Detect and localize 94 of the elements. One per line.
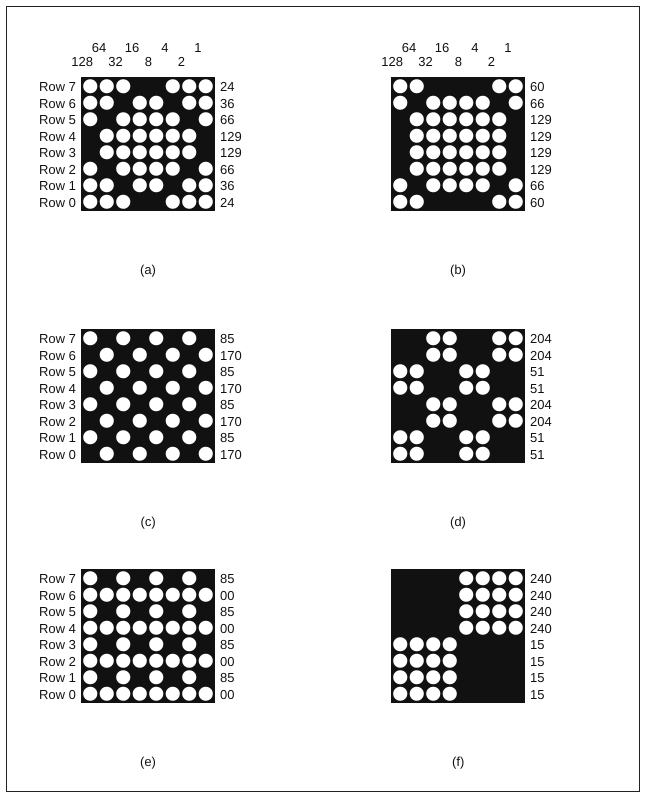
row-value: 85 (220, 397, 234, 412)
row-value: 240 (530, 588, 552, 602)
row-value: 170 (220, 414, 242, 428)
row-label: Row 3 (39, 397, 76, 412)
row-label: Row 1 (39, 670, 76, 685)
bit-weight-label: 16 (124, 40, 140, 55)
row-label: Row 5 (39, 604, 76, 619)
row-label: Row 1 (39, 430, 76, 445)
bit-weight-label: 8 (144, 54, 152, 69)
bit-weight-label: 4 (471, 40, 478, 55)
row-label: Row 6 (39, 348, 76, 362)
row-label: Row 3 (39, 145, 76, 160)
row-label: Row 7 (39, 571, 76, 586)
row-label: Row 3 (39, 637, 76, 652)
row-value: 66 (530, 96, 544, 110)
row-value: 60 (530, 79, 544, 94)
row-value: 85 (220, 331, 234, 346)
bit-weight-label: 128 (381, 54, 403, 69)
row-value: 51 (530, 446, 544, 462)
row-value: 00 (220, 588, 234, 602)
row-value: 129 (220, 145, 242, 160)
bit-weight-label: 1 (504, 40, 512, 55)
row-value: 204 (530, 397, 552, 412)
row-label: Row 7 (39, 331, 76, 346)
bit-weight-label: 32 (108, 54, 123, 69)
row-label: Row 7 (39, 79, 76, 94)
row-label: Row 0 (39, 446, 76, 462)
row-value: 51 (530, 364, 544, 379)
panel-caption: (e) (140, 754, 156, 769)
row-value: 129 (530, 112, 552, 127)
bit-weight-label: 8 (454, 54, 462, 69)
row-value: 24 (220, 194, 234, 210)
row-value: 129 (530, 145, 552, 160)
row-value: 85 (220, 637, 234, 652)
bit-weight-label: 2 (488, 54, 495, 69)
row-value: 204 (530, 348, 552, 362)
row-label: Row 2 (39, 414, 76, 428)
row-value: 240 (530, 620, 552, 636)
bit-weight-label: 4 (161, 40, 168, 55)
bit-weight-label: 64 (92, 40, 106, 55)
row-value: 15 (530, 670, 544, 685)
row-label: Row 4 (39, 620, 76, 636)
panel-caption: (a) (140, 262, 156, 277)
row-label: Row 2 (39, 654, 76, 668)
bit-weight-label: 2 (178, 54, 185, 69)
row-label: Row 4 (39, 128, 76, 144)
row-value: 240 (530, 604, 552, 619)
row-label: Row 0 (39, 686, 76, 702)
bit-weight-label: 16 (434, 40, 450, 55)
row-value: 24 (220, 79, 234, 94)
panel-caption: (f) (452, 754, 464, 769)
row-label: Row 6 (39, 588, 76, 602)
bit-weight-label: 128 (71, 54, 93, 69)
row-value: 85 (220, 364, 234, 379)
row-label: Row 1 (39, 178, 76, 193)
row-label: Row 2 (39, 162, 76, 176)
row-label: Row 5 (39, 112, 76, 127)
row-value: 204 (530, 414, 552, 428)
row-value: 85 (220, 430, 234, 445)
row-value: 15 (530, 637, 544, 652)
panel-caption: (b) (450, 262, 466, 277)
row-value: 129 (220, 128, 242, 144)
row-value: 00 (220, 620, 234, 636)
row-value: 129 (530, 128, 552, 144)
row-value: 85 (220, 571, 234, 586)
row-value: 00 (220, 654, 234, 668)
row-value: 85 (220, 604, 234, 619)
row-value: 240 (530, 571, 552, 586)
panel-caption: (d) (450, 514, 466, 529)
row-value: 36 (220, 178, 234, 193)
row-label: Row 0 (39, 194, 76, 210)
row-value: 66 (220, 112, 234, 127)
row-value: 15 (530, 654, 544, 668)
row-value: 170 (220, 348, 242, 362)
row-value: 51 (530, 430, 544, 445)
row-value: 66 (220, 162, 234, 176)
row-value: 00 (220, 686, 234, 702)
row-value: 60 (530, 194, 544, 210)
row-label: Row 6 (39, 96, 76, 110)
bit-weight-label: 1 (194, 40, 202, 55)
row-value: 129 (530, 162, 552, 176)
panel-caption: (c) (140, 514, 156, 529)
row-label: Row 5 (39, 364, 76, 379)
row-value: 36 (220, 96, 234, 110)
row-value: 85 (220, 670, 234, 685)
row-value: 204 (530, 331, 552, 346)
row-value: 66 (530, 178, 544, 193)
bit-weight-label: 64 (402, 40, 416, 55)
row-value: 170 (220, 380, 242, 396)
row-value: 170 (220, 446, 242, 462)
bit-weight-label: 32 (418, 54, 433, 69)
row-label: Row 4 (39, 380, 76, 396)
row-value: 51 (530, 380, 544, 396)
row-value: 15 (530, 686, 544, 702)
